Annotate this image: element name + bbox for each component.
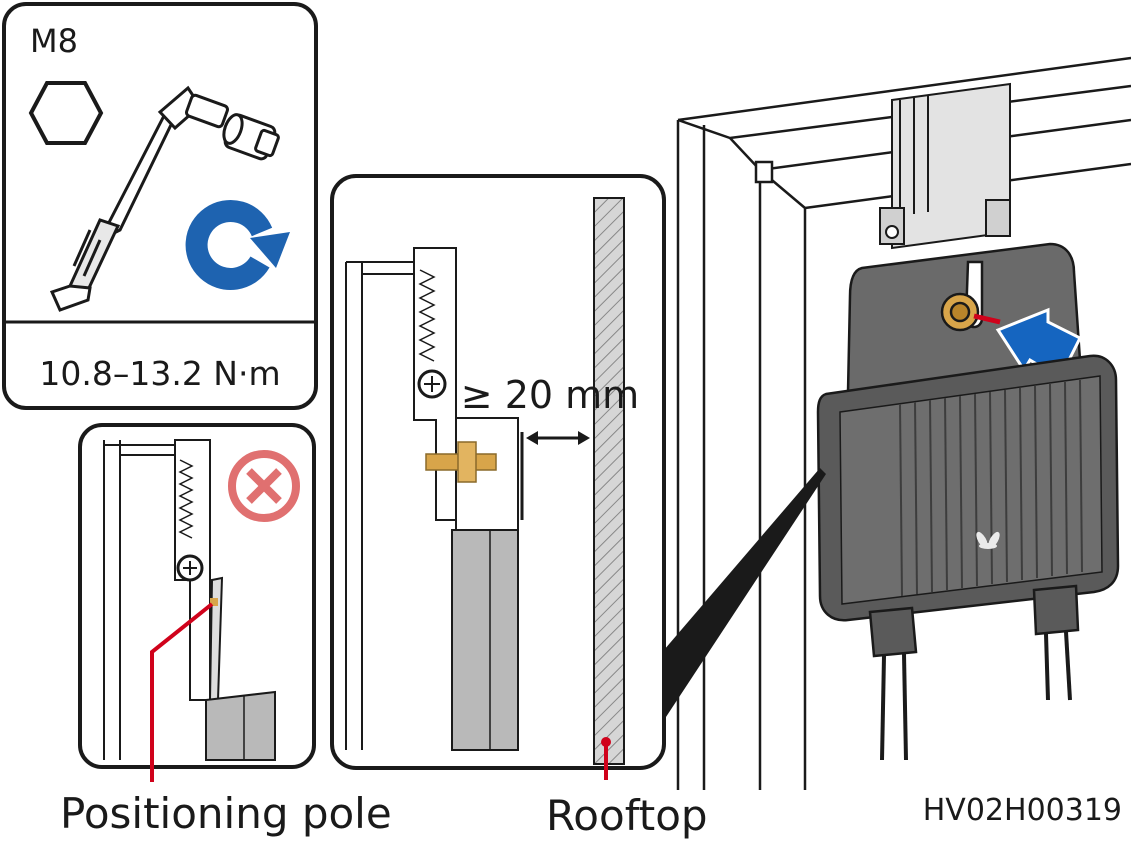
bolt-size-label: M8 <box>30 22 78 60</box>
clearance-arrow <box>520 431 590 520</box>
torque-label: 10.8–13.2 N·m <box>39 354 280 393</box>
figure-code: HV02H00319 <box>923 793 1122 828</box>
zoom-wedge <box>664 468 826 720</box>
cables <box>880 631 1072 761</box>
rooftop-label: Rooftop <box>546 791 708 840</box>
hex-nut-icon <box>28 81 104 145</box>
wrong-install-panel <box>78 423 316 782</box>
socket-icon <box>222 113 280 161</box>
mounting-clip <box>879 82 1011 250</box>
tighten-clockwise-icon <box>185 200 290 290</box>
positioning-pole-label: Positioning pole <box>60 789 392 838</box>
brand-logo-icon <box>976 531 1000 549</box>
tool-panel: M8 10.8–13.2 N·m <box>2 2 318 410</box>
clearance-label: ≥ 20 mm <box>461 373 639 417</box>
clearance-panel: ≥ 20 mm <box>330 174 666 780</box>
optimizer-device <box>816 354 1120 658</box>
positioning-pole-leader <box>150 602 214 782</box>
prohibited-icon <box>228 450 300 522</box>
rooftop-surface <box>593 197 625 765</box>
torque-wrench-icon <box>49 85 229 312</box>
